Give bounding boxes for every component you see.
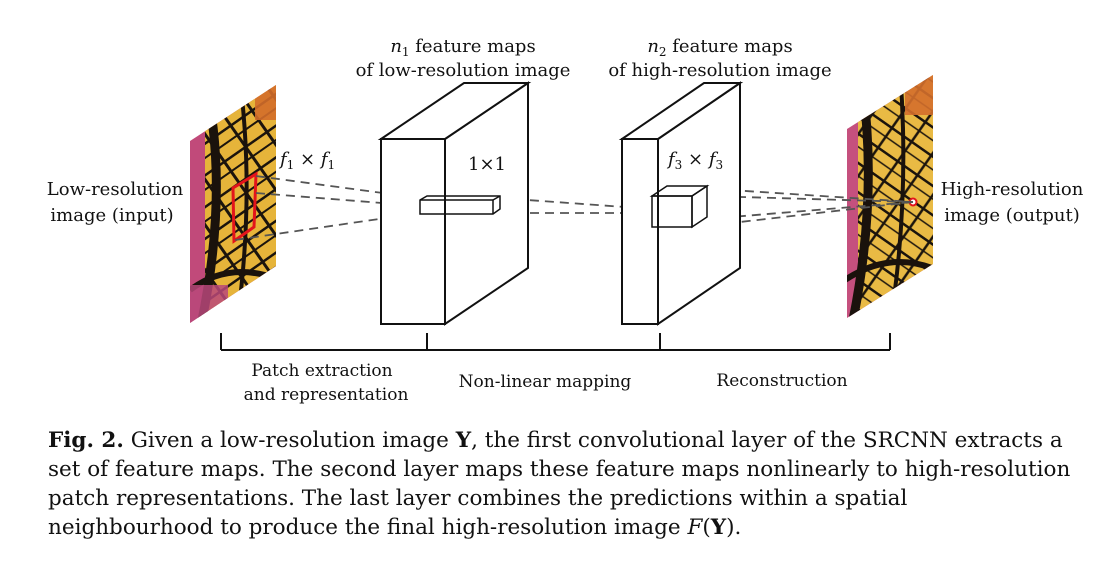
kernel-f3-label: f3 × f3 — [666, 149, 723, 172]
caption-paren-open: ( — [702, 515, 711, 540]
feature-maps-2-block — [618, 81, 744, 326]
caption-text-a: Given a low-resolution image — [123, 428, 456, 453]
maps1-label-line1: n1 feature maps — [390, 36, 535, 59]
maps2-label-line2: of high-resolution image — [608, 60, 831, 81]
caption-symbol-y2: Y — [710, 515, 727, 540]
figure-number: Fig. 2. — [48, 428, 124, 453]
input-label-line1: Low-resolution — [47, 179, 184, 200]
output-label-line1: High-resolution — [941, 179, 1084, 200]
caption-paren-close: ). — [726, 515, 742, 540]
input-label-line2: image (input) — [50, 205, 173, 226]
figure-caption: Fig. 2. Given a low-resolution image Y, … — [48, 426, 1078, 542]
stage-patch-line1: Patch extraction — [251, 361, 392, 381]
caption-symbol-f: F — [687, 515, 703, 540]
projection-lines — [234, 175, 914, 241]
stage-patch-line2: and representation — [244, 385, 409, 405]
stage-reconstruction: Reconstruction — [716, 371, 847, 391]
stage-bracket — [220, 333, 891, 351]
input-patch-highlight — [231, 171, 258, 244]
stage-nonlinear: Non-linear mapping — [459, 372, 632, 392]
maps2-label-line1: n2 feature maps — [647, 36, 792, 59]
output-label-line2: image (output) — [944, 205, 1080, 226]
caption-text-b: , the first convolutional layer of the S… — [48, 428, 1071, 540]
kernel-1x1-label: 1×1 — [468, 154, 506, 175]
maps1-label-line2: of low-resolution image — [356, 60, 571, 81]
feature-maps-1-block — [377, 81, 532, 326]
caption-symbol-y: Y — [455, 428, 472, 453]
kernel-f3-cube — [649, 184, 710, 229]
kernel-1x1-box — [419, 195, 501, 215]
output-image — [847, 75, 933, 318]
kernel-f1-label: f1 × f1 — [278, 149, 335, 172]
